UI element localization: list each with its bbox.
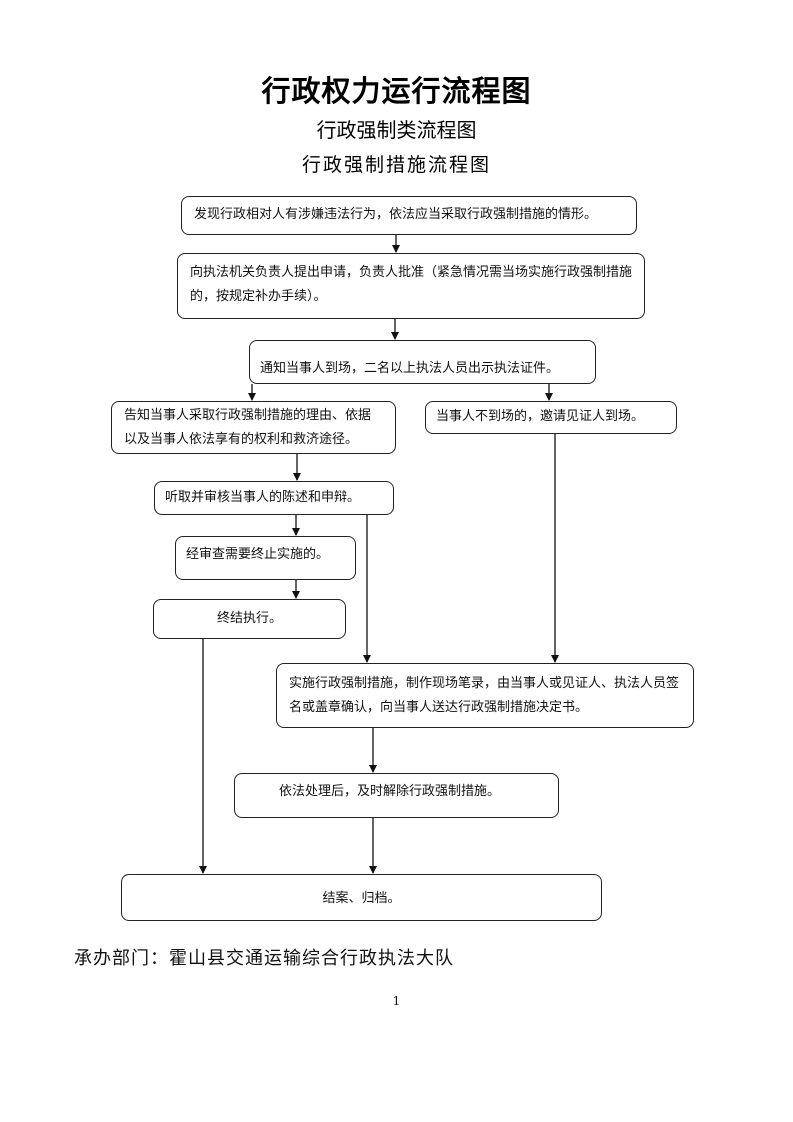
node-close-case: 结案、归档。 <box>121 874 602 921</box>
node-hear: 听取并审核当事人的陈述和申辩。 <box>154 481 394 515</box>
node-review-terminate: 经审查需要终止实施的。 <box>175 536 356 580</box>
node-implement: 实施行政强制措施，制作现场笔录，由当事人或见证人、执法人员签名或盖章确认，向当事… <box>276 663 694 728</box>
category-subtitle: 行政强制类流程图 <box>316 118 477 142</box>
node-absent: 当事人不到场的，邀请见证人到场。 <box>425 401 677 434</box>
node-notify: 通知当事人到场，二名以上执法人员出示执法证件。 <box>249 340 596 384</box>
page-number: 1 <box>392 994 401 1008</box>
node-inform: 告知当事人采取行政强制措施的理由、依据以及当事人依法享有的权利和救济途径。 <box>111 401 396 454</box>
node-end-execution: 终结执行。 <box>153 599 346 639</box>
node-apply: 向执法机关负责人提出申请，负责人批准（紧急情况需当场实施行政强制措施的，按规定补… <box>177 253 645 319</box>
node-discover: 发现行政相对人有涉嫌违法行为，依法应当采取行政强制措施的情形。 <box>181 196 637 235</box>
page-title: 行政权力运行流程图 <box>261 74 532 108</box>
node-release: 依法处理后，及时解除行政强制措施。 <box>234 773 559 818</box>
flow-title: 行政强制措施流程图 <box>301 154 491 176</box>
department-label: 承办部门：霍山县交通运输综合行政执法大队 <box>74 948 454 969</box>
